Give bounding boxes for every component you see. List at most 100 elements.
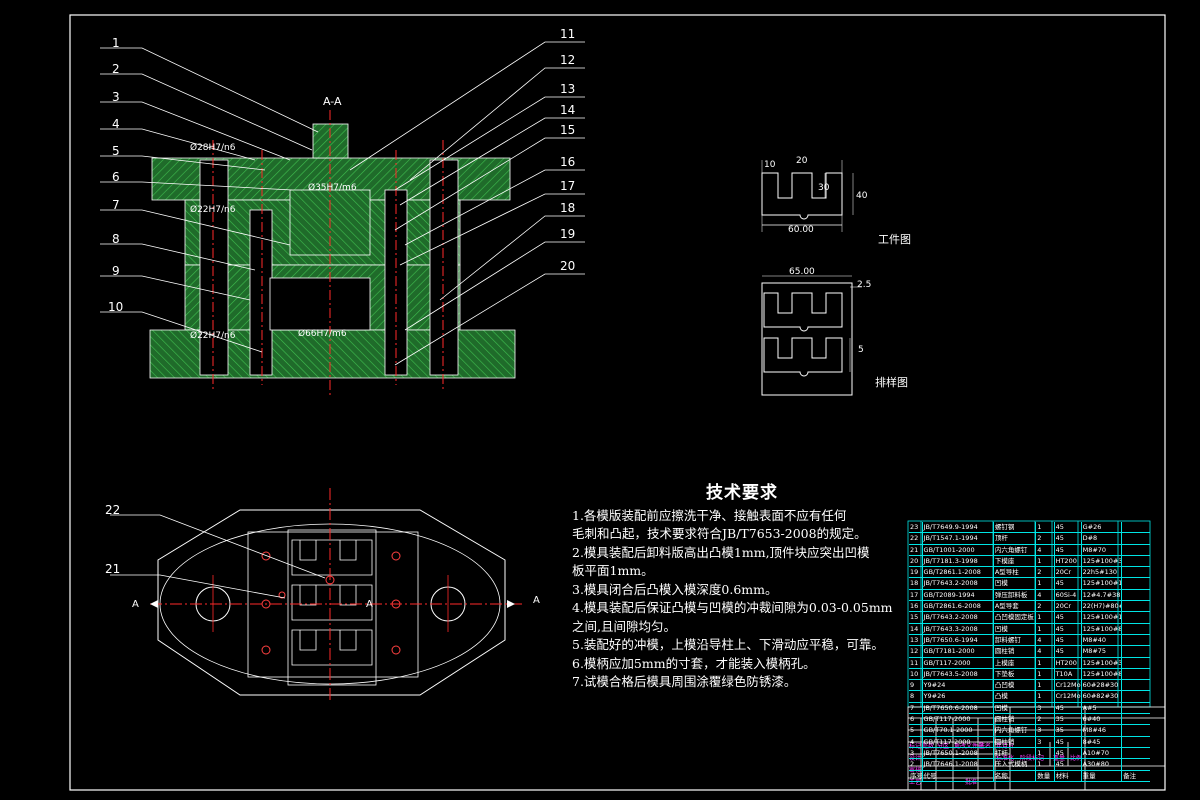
bom-cell: [1122, 691, 1150, 701]
bom-cell: 45: [1055, 522, 1082, 533]
bom-cell: JB/T7646.1-2008: [923, 759, 994, 770]
svg-text:A: A: [366, 599, 373, 610]
svg-text:60.00: 60.00: [788, 225, 814, 235]
bom-cell: 125#100#8: [1082, 623, 1123, 634]
bom-cell: 4: [1036, 634, 1055, 646]
bom-cell: 125#100#35: [1082, 657, 1123, 668]
bom-cell: 1: [1036, 578, 1055, 589]
bom-cell: 7: [909, 702, 923, 714]
part-no-8: 8: [112, 232, 120, 246]
bom-cell: [1122, 522, 1150, 532]
bom-cell: 6: [909, 714, 923, 725]
workpiece-drawing: [761, 160, 854, 232]
bom-cell: 8#45: [1082, 736, 1123, 747]
workpiece-caption: 工件图: [878, 233, 911, 246]
bom-cell: 45: [1055, 578, 1082, 589]
svg-text:设计: 设计: [909, 754, 921, 762]
bom-cell: 45: [1055, 702, 1082, 714]
bom-cell: 45: [1055, 533, 1082, 544]
bom-cell: 20Cr: [1055, 601, 1082, 612]
bom-cell: 60#82#30: [1082, 691, 1123, 702]
bom-cell: 20: [909, 555, 923, 567]
bom-cell: 下垫板: [994, 668, 1037, 680]
svg-text:处数: 处数: [922, 742, 934, 750]
part-no-16: 16: [560, 155, 575, 169]
bom-cell: [1122, 725, 1150, 735]
bom-cell: 22(H7)#80#28: [1082, 601, 1123, 612]
bom-cell: GB/T2861.1-2008: [923, 567, 994, 578]
bom-cell: 9: [909, 680, 923, 691]
bom-cell: 3: [1036, 702, 1055, 714]
bom-cell: 22h5#130: [1082, 567, 1123, 578]
part-no-13: 13: [560, 82, 575, 96]
bom-cell: 数量: [1036, 770, 1055, 781]
workpiece-dims: 10 20 30 40 60.00 工件图: [764, 156, 911, 246]
bom-cell: 1: [1036, 668, 1055, 680]
bom-cell: 2: [1036, 601, 1055, 612]
section-view-aa: A-A Ø28H7/n6 Ø22H7/n6 Ø22H7/n6 Ø35H7/m6 …: [149, 95, 516, 395]
bom-cell: 8: [909, 691, 923, 702]
bom-cell: 1: [1036, 522, 1055, 533]
svg-text:比例: 比例: [1070, 754, 1082, 762]
svg-text:重量: 重量: [1053, 754, 1065, 762]
bom-cell: 12#4.7#38: [1082, 589, 1123, 601]
bom-cell: 22: [909, 533, 923, 544]
strip-layout-drawing: [761, 275, 862, 396]
bom-cell: 凹模: [994, 623, 1037, 634]
leaders-left: [100, 47, 319, 353]
bom-cell: 打杆: [994, 747, 1037, 759]
bom-cell: 45: [1055, 747, 1082, 759]
bom-cell: A10#70: [1082, 747, 1123, 759]
layout-caption: 排样图: [875, 375, 908, 389]
bom-cell: 1: [1036, 759, 1055, 770]
part-number-labels: 1 2 3 4 5 6 7 8 9 10 11 12 13 14 15 16 1…: [105, 27, 575, 576]
bom-cell: 11: [909, 657, 923, 668]
bom-cell: JB/T7181.3-1998: [923, 555, 994, 567]
part-no-14: 14: [560, 103, 575, 117]
fit-label-middle: Ø22H7/n6: [190, 204, 236, 215]
bom-cell: 凹模: [994, 578, 1037, 589]
bom-cell: 圆柱销: [994, 714, 1037, 725]
tech-req-item: 1.各模版装配前应擦洗干净、接触表面不应有任何: [572, 507, 847, 523]
tech-req-item: 7.试模合格后模具周围涂覆绿色防锈漆。: [572, 674, 797, 689]
bom-cell: JB/T7650.6-1994: [923, 634, 994, 646]
bom-cell: 1: [1036, 680, 1055, 691]
bom-cell: GB/T7181-2000: [923, 646, 994, 657]
tech-req-item: 3.模具闭合后凸模入模深度0.6mm。: [572, 581, 778, 597]
bom-cell: [1122, 601, 1150, 611]
part-no-18: 18: [560, 201, 575, 215]
bom-cell: 2: [1036, 714, 1055, 725]
bom-cell: 螺钉钢: [994, 522, 1037, 533]
bom-cell: 凸凹模: [994, 680, 1037, 691]
bom-cell: 45: [1055, 544, 1082, 555]
bom-cell: JB/T7643.2-2008: [923, 612, 994, 623]
part-no-6: 6: [112, 170, 120, 184]
svg-text:40: 40: [856, 191, 868, 201]
bom-cell: [1122, 590, 1150, 600]
bom-cell: 3: [1036, 736, 1055, 747]
bom-cell: 下模座: [994, 555, 1037, 567]
bom-cell: 20Cr: [1055, 567, 1082, 578]
bom-cell: 凹模: [994, 702, 1037, 714]
part-no-22: 22: [105, 503, 120, 517]
bom-cell: GB/T1001-2000: [923, 544, 994, 555]
bom-cell: Y9#26: [923, 691, 994, 702]
tech-req-item: 之间,且间隙均匀。: [572, 618, 676, 634]
plan-view-labels: A A A: [132, 595, 540, 610]
bom-cell: [1122, 748, 1150, 758]
bom-cell: 60#28#30: [1082, 680, 1123, 691]
bom-cell: M8#75: [1082, 646, 1123, 657]
bom-cell: [1122, 556, 1150, 566]
bom-cell: M8#46: [1082, 725, 1123, 736]
part-no-17: 17: [560, 179, 575, 193]
guide-post-right: [429, 159, 459, 376]
part-no-20: 20: [560, 259, 575, 273]
bom-cell: 45: [1055, 634, 1082, 646]
